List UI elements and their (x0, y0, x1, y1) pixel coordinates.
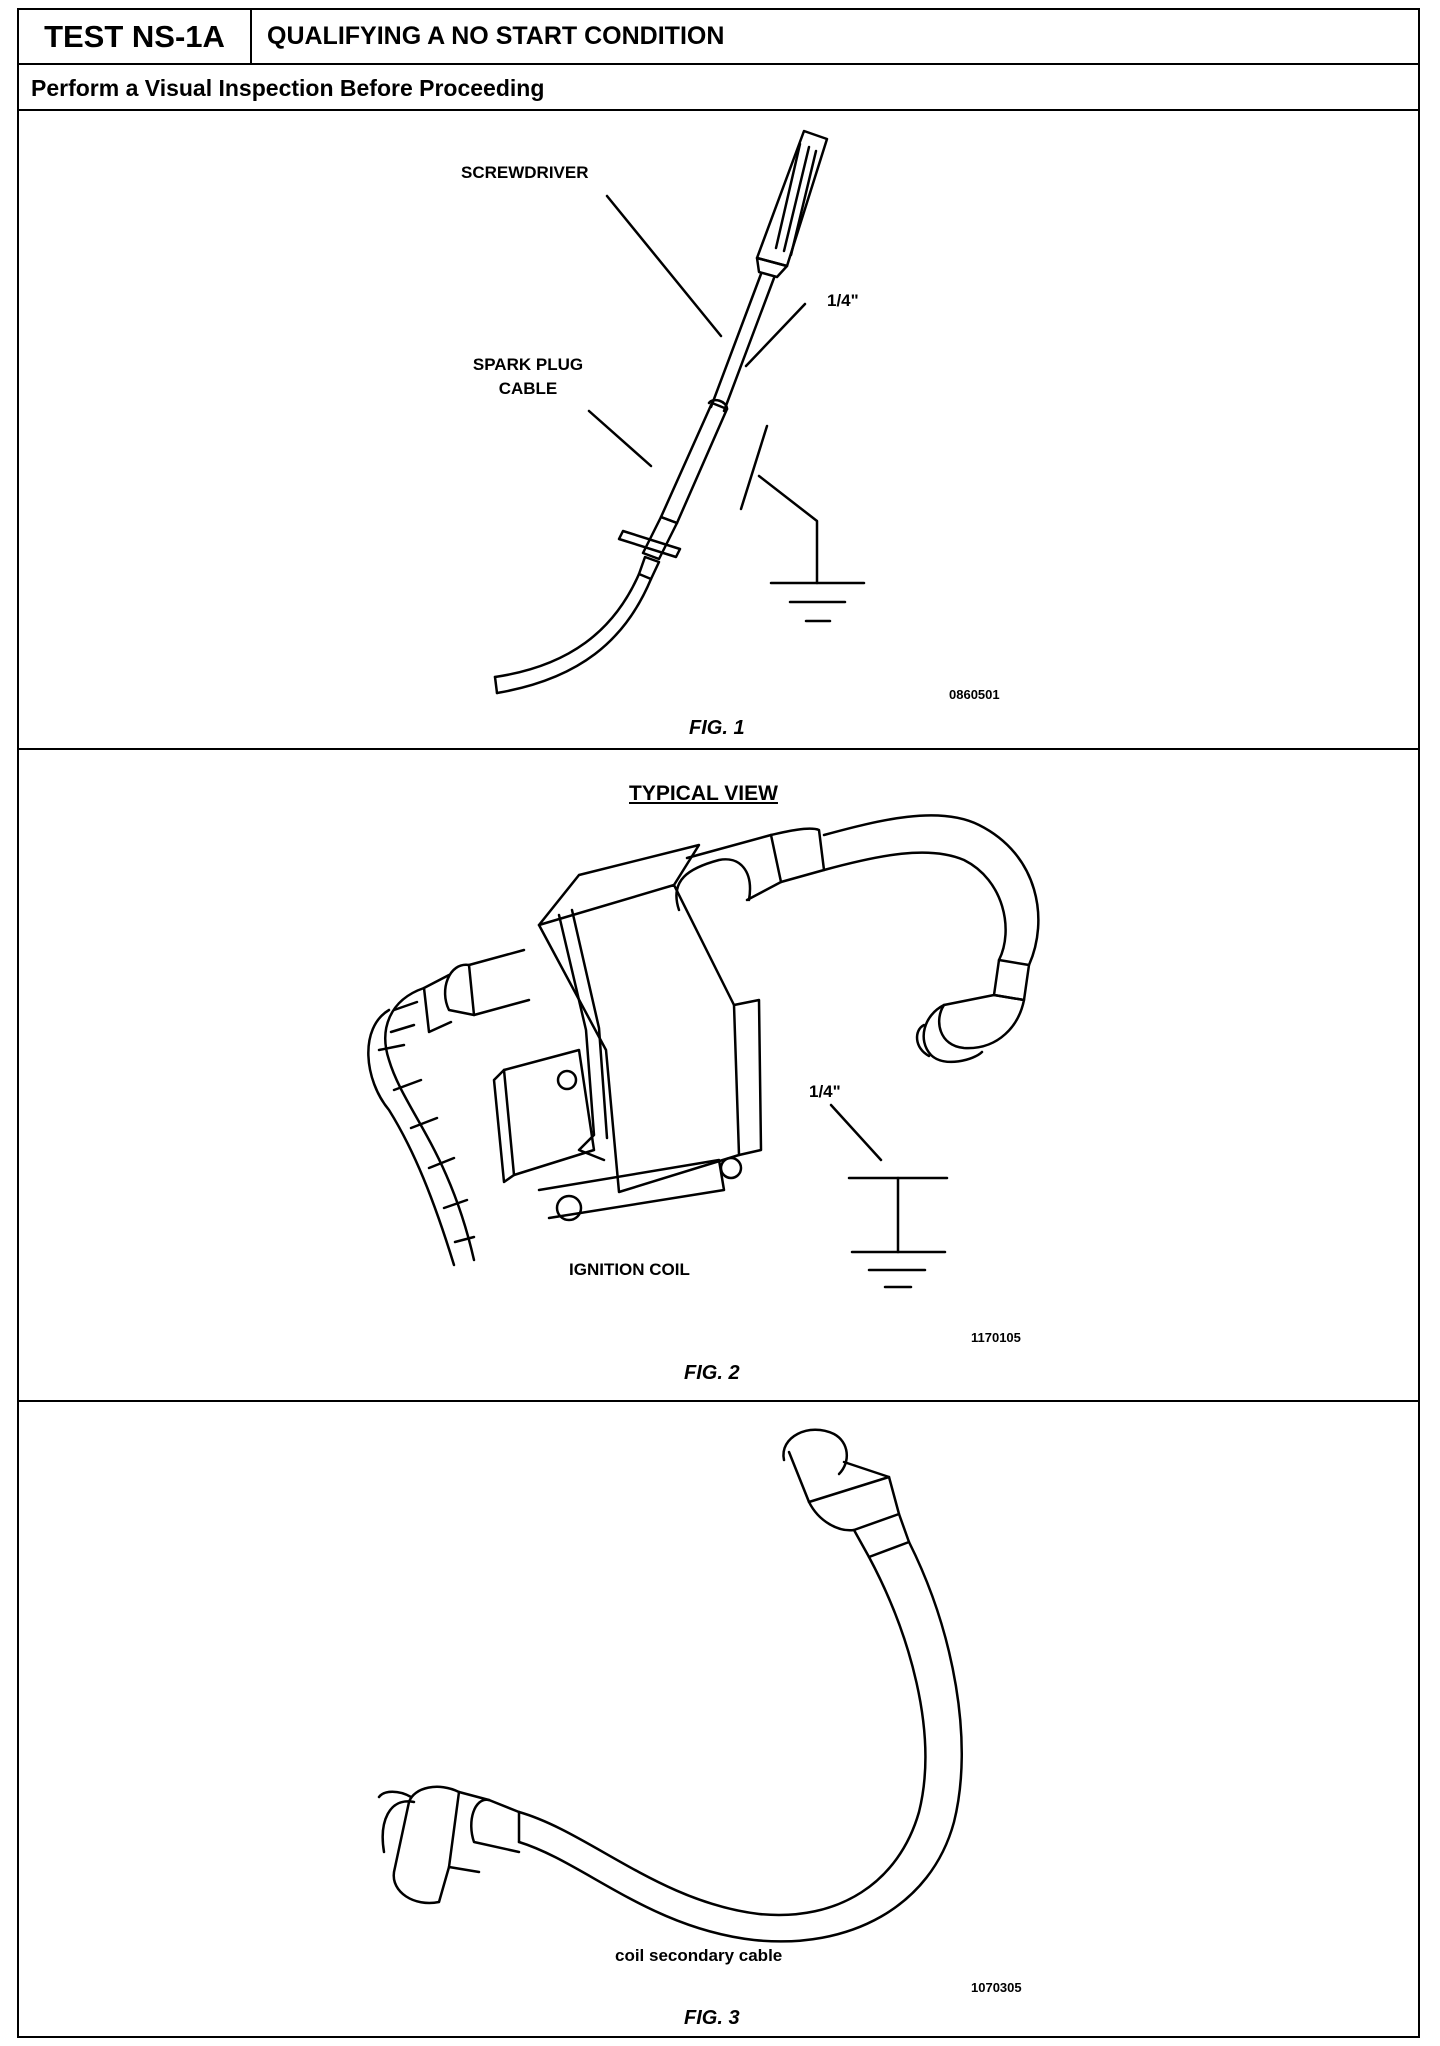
figure-2-panel: TYPICAL VIEW (19, 750, 1418, 1402)
figure-1-code: 0860501 (949, 687, 1000, 702)
gap-leader-lines-fig2 (829, 1103, 883, 1162)
figure-1-caption: FIG. 1 (689, 717, 745, 739)
ground-symbol-icon (739, 424, 866, 623)
figure-1-drawing (493, 129, 866, 695)
figure-3-code: 1070305 (971, 1980, 1022, 1995)
subheader-text: Perform a Visual Inspection Before Proce… (31, 75, 545, 101)
label-spark-plug-cable-line2: CABLE (498, 379, 558, 398)
gap-leader-lines (587, 194, 807, 468)
screwdriver-icon (709, 129, 829, 413)
figure-2-drawing (367, 814, 1040, 1289)
test-title: QUALIFYING A NO START CONDITION (267, 22, 725, 50)
figure-3-caption: FIG. 3 (684, 2007, 740, 2029)
subheader-row: Perform a Visual Inspection Before Proce… (19, 65, 1418, 111)
page-frame: TEST NS-1A QUALIFYING A NO START CONDITI… (17, 8, 1420, 2038)
label-spark-plug-cable: SPARK PLUG CABLE (467, 353, 589, 401)
label-coil-secondary-cable: coil secondary cable (615, 1946, 783, 1965)
figure-1-panel: SCREWDRIVER 1/4" SPARK PLUG CABLE 086050… (19, 111, 1418, 750)
coil-secondary-cable-icon (377, 1428, 963, 1943)
label-screwdriver: SCREWDRIVER (461, 163, 589, 182)
figure-2-code: 1170105 (971, 1330, 1021, 1345)
ground-symbol-icon (847, 1176, 949, 1289)
ignition-coil-icon (367, 814, 1040, 1267)
figure-2-caption: FIG. 2 (684, 1362, 740, 1384)
label-spark-plug-cable-line1: SPARK PLUG (472, 355, 584, 374)
figure-3-drawing (377, 1428, 963, 1943)
header-row: TEST NS-1A QUALIFYING A NO START CONDITI… (19, 10, 1418, 65)
figure-2-heading: TYPICAL VIEW (629, 782, 778, 805)
label-gap-fig2: 1/4" (809, 1082, 841, 1101)
label-gap-fig1: 1/4" (827, 291, 859, 310)
test-id: TEST NS-1A (19, 10, 252, 63)
label-ignition-coil: IGNITION COIL (569, 1260, 690, 1279)
spark-plug-cable-icon (493, 398, 729, 695)
figure-3-panel: coil secondary cable 1070305 FIG. 3 (19, 1402, 1418, 2038)
